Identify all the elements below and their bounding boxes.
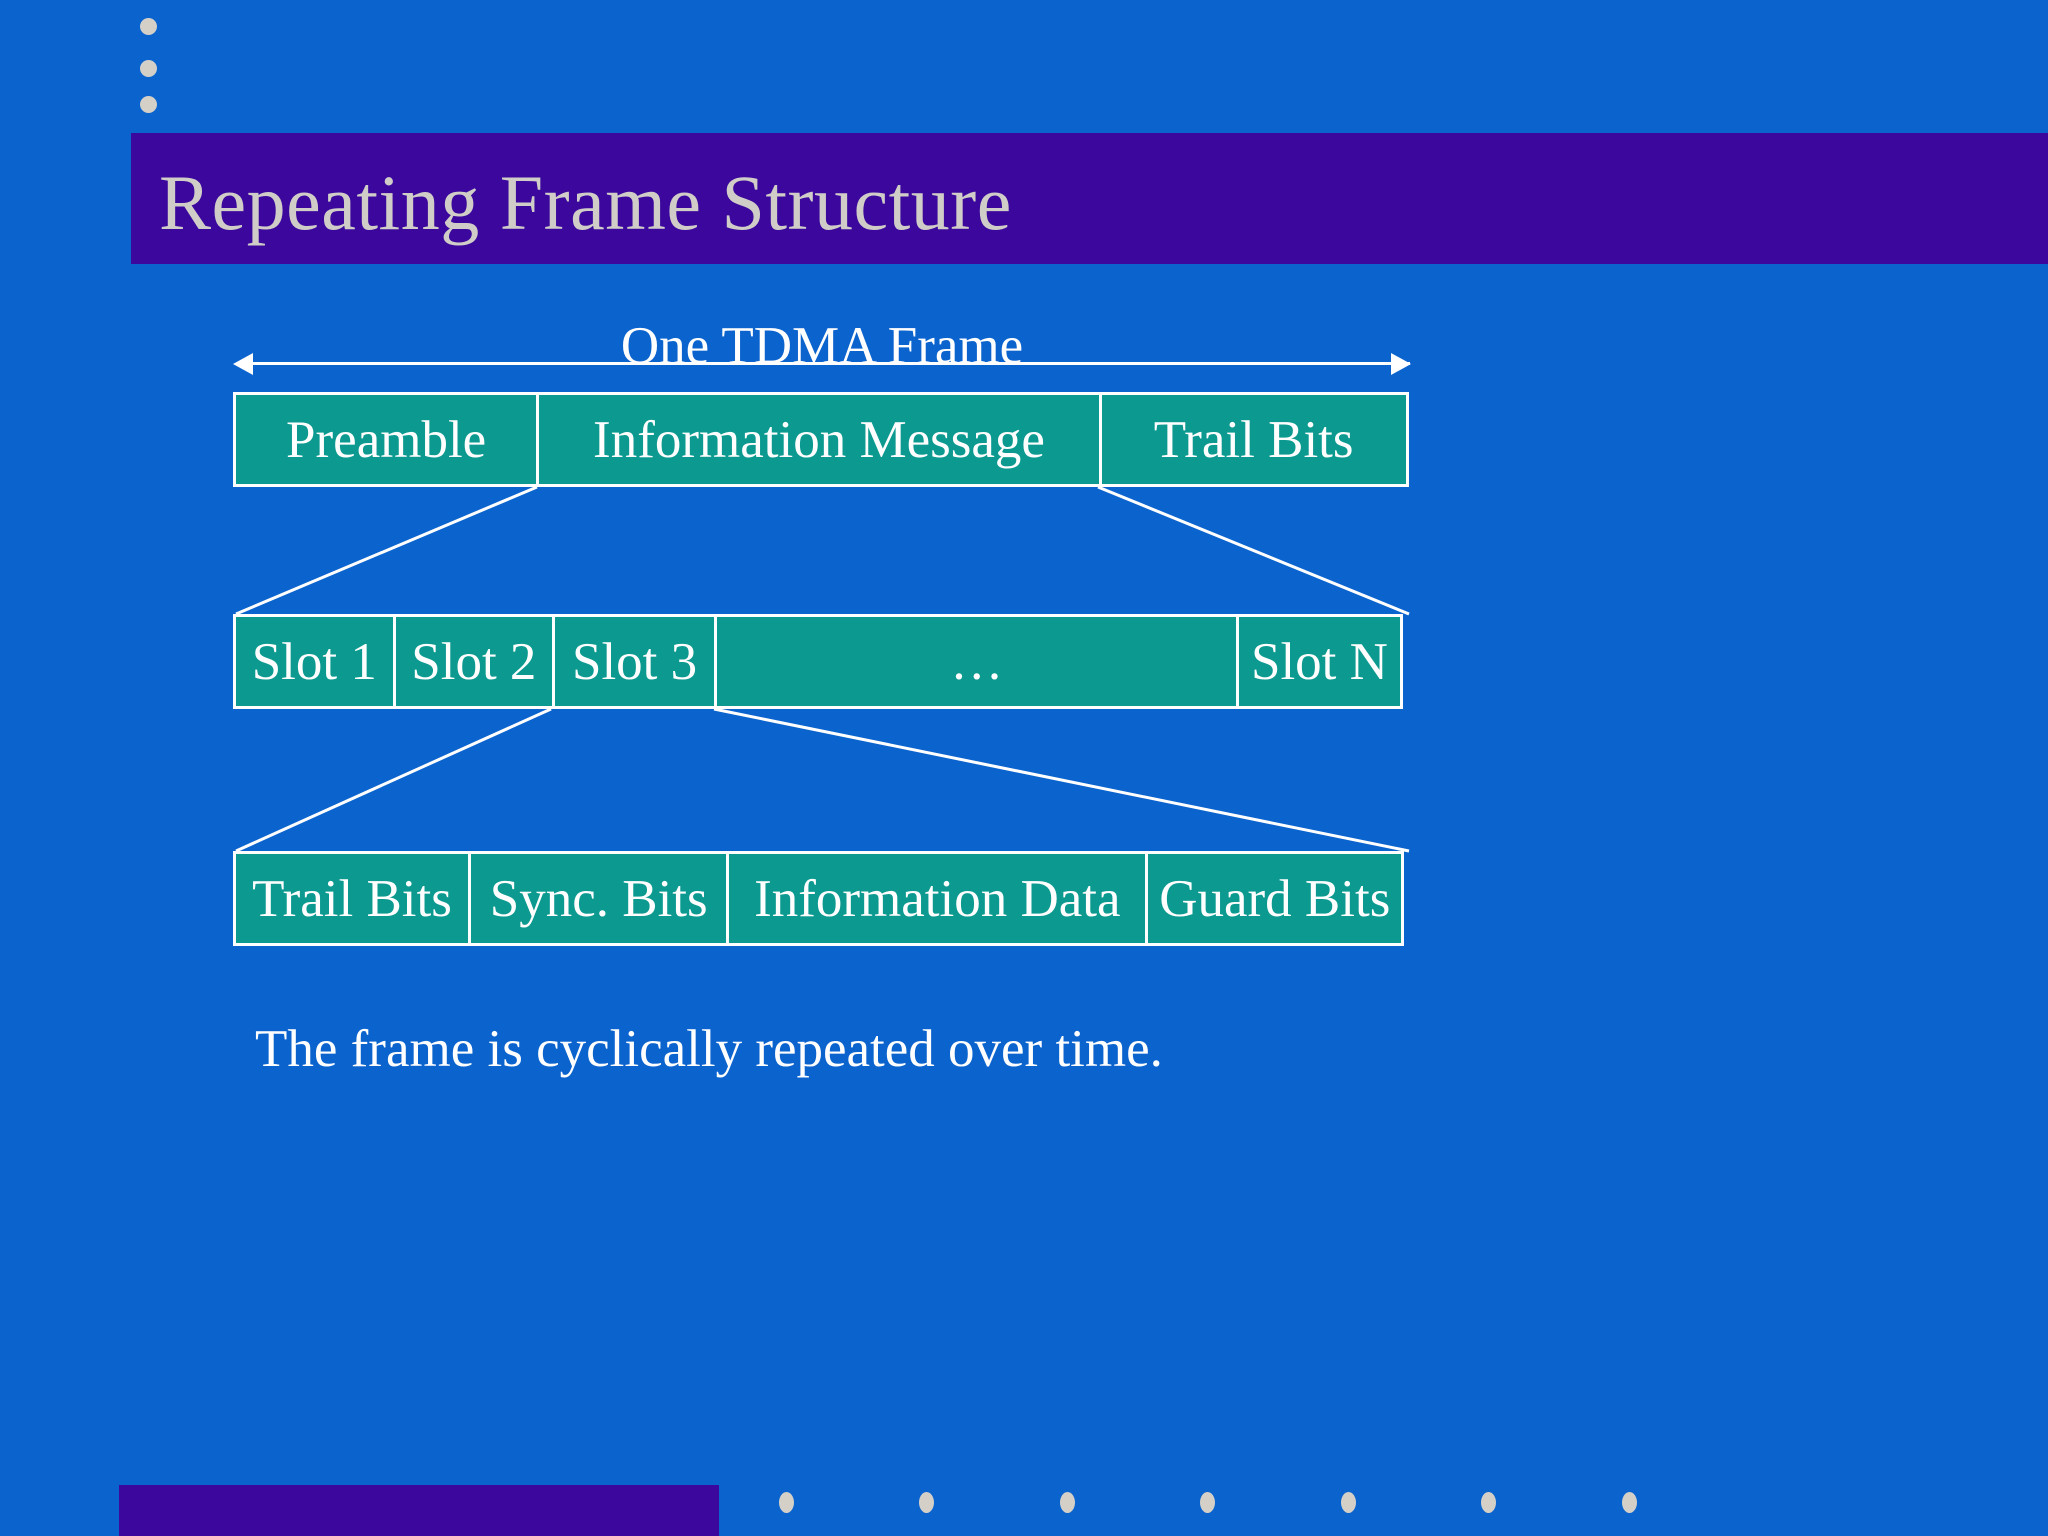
one-tdma-frame-label: One TDMA Frame — [620, 317, 1024, 375]
arrow-right-head-icon — [1391, 353, 1411, 375]
bullet-dot-icon — [140, 96, 157, 113]
footer-dot-icon — [1200, 1492, 1215, 1513]
cell-detail-guard-bits[interactable]: Guard Bits — [1145, 851, 1405, 946]
slots-row: Slot 1 Slot 2 Slot 3 … Slot N — [233, 614, 1411, 709]
cell-slot-2[interactable]: Slot 2 — [392, 614, 556, 709]
cell-trail-bits[interactable]: Trail Bits — [1098, 392, 1409, 487]
cell-preamble[interactable]: Preamble — [233, 392, 540, 487]
cell-slots-ellipsis[interactable]: … — [714, 614, 1240, 709]
footer-dot-icon — [1622, 1492, 1637, 1513]
footer-dot-icon — [919, 1492, 934, 1513]
footer-dot-icon — [779, 1492, 794, 1513]
bullet-dot-icon — [140, 18, 157, 35]
title-banner — [131, 133, 2048, 264]
footer-dot-icon — [1481, 1492, 1496, 1513]
caption-text: The frame is cyclically repeated over ti… — [255, 1020, 1163, 1078]
cell-information-message[interactable]: Information Message — [536, 392, 1102, 487]
footer-dot-icon — [1060, 1492, 1075, 1513]
cell-slot-1[interactable]: Slot 1 — [233, 614, 396, 709]
cell-slot-n[interactable]: Slot N — [1236, 614, 1403, 709]
footer-banner — [119, 1485, 719, 1536]
frame-span-arrow-line — [238, 362, 1410, 365]
page-title: Repeating Frame Structure — [159, 159, 1012, 246]
cell-detail-trail-bits[interactable]: Trail Bits — [233, 851, 471, 946]
bullet-dot-icon — [140, 60, 157, 77]
footer-dot-icon — [1341, 1492, 1356, 1513]
cell-slot-3[interactable]: Slot 3 — [552, 614, 718, 709]
slot-detail-row: Trail Bits Sync. Bits Information Data G… — [233, 851, 1411, 946]
cell-detail-sync-bits[interactable]: Sync. Bits — [467, 851, 730, 946]
tdma-frame-row: Preamble Information Message Trail Bits — [233, 392, 1411, 487]
cell-detail-information-data[interactable]: Information Data — [726, 851, 1149, 946]
